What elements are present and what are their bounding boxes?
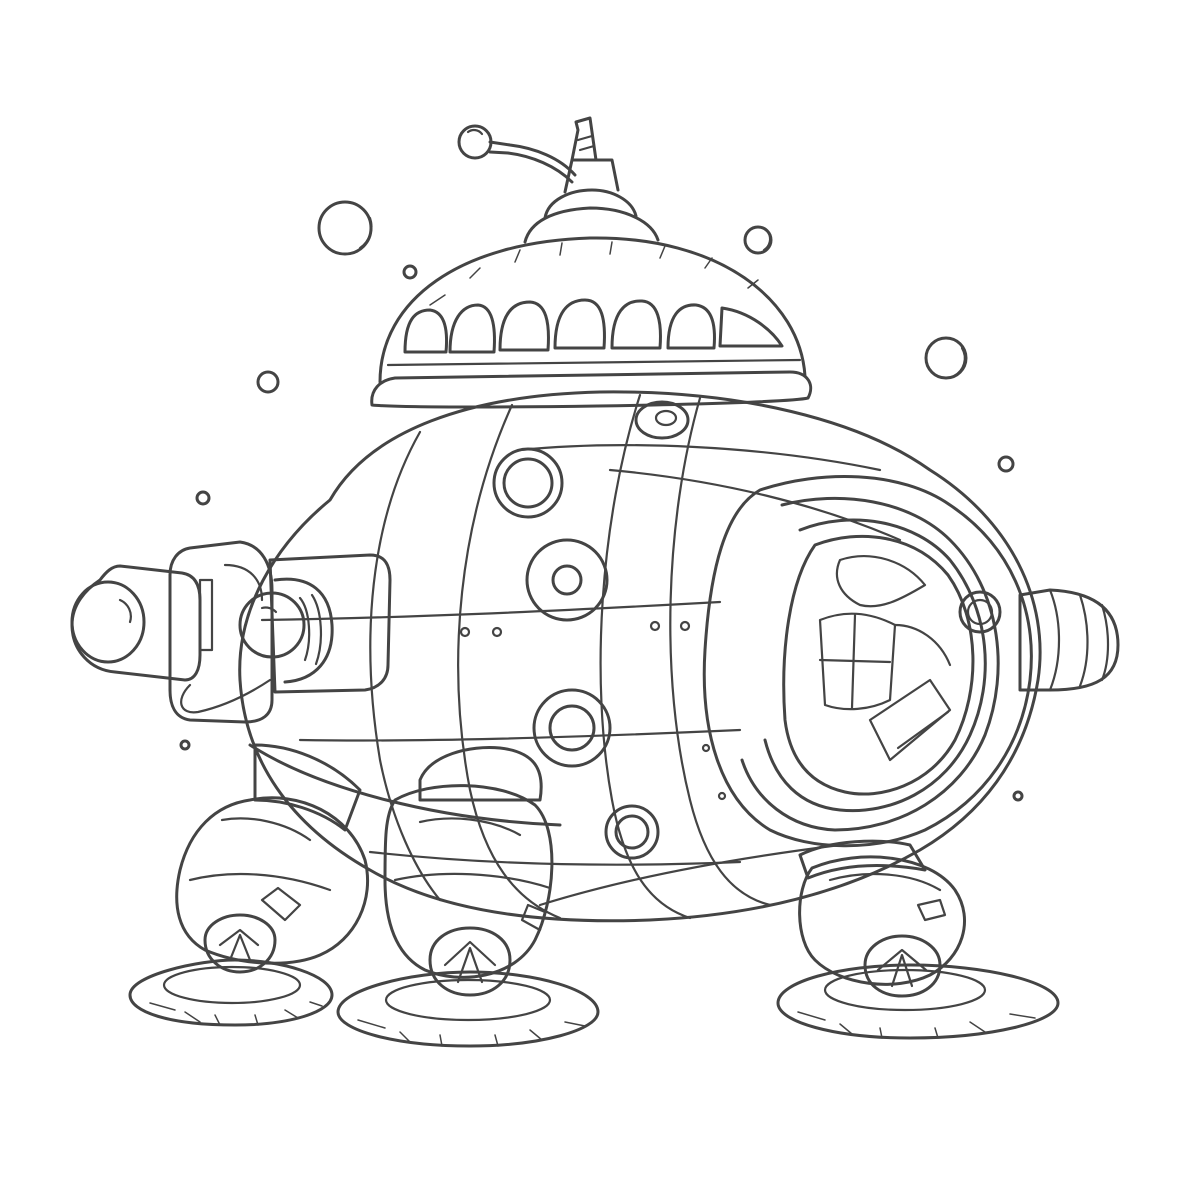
arm-cannon: [70, 540, 392, 724]
cockpit-window: [782, 534, 975, 796]
landing-pad-middle: [336, 970, 600, 1048]
bubble: [997, 455, 1015, 473]
bubble: [1012, 790, 1024, 802]
landing-pads: [128, 958, 1060, 1048]
landing-pad-left: [128, 958, 334, 1027]
cockpit-nose: [702, 475, 1033, 848]
porthole: [614, 814, 650, 850]
bubble-highlight: [762, 230, 772, 252]
cannon-knob: [238, 591, 306, 659]
dome-window: [553, 298, 606, 350]
dome-turret: [370, 116, 813, 409]
porthole: [551, 564, 583, 596]
hull-badge: [634, 400, 690, 440]
dome-window: [498, 300, 550, 352]
landing-pad-right: [776, 963, 1060, 1040]
cannon-muzzle: [70, 580, 146, 664]
porthole: [604, 804, 660, 860]
bubble: [402, 264, 418, 280]
antenna-ball: [457, 124, 493, 160]
bubble-highlight: [358, 216, 373, 250]
bubble: [256, 370, 280, 394]
legs: [175, 743, 966, 998]
porthole: [532, 688, 612, 768]
portholes: [459, 400, 727, 860]
dome-panel: [718, 306, 784, 348]
bubble: [179, 739, 191, 751]
dome-window: [403, 308, 449, 354]
dome-window: [448, 303, 496, 354]
bubbles: [179, 200, 1024, 802]
bubble: [743, 225, 773, 255]
leg-left: [175, 743, 370, 974]
rear-thruster: [1018, 588, 1120, 692]
porthole: [548, 704, 596, 752]
antenna-arm: [488, 140, 577, 177]
antenna-spike: [570, 116, 598, 162]
dome-window: [666, 303, 716, 350]
porthole: [492, 447, 564, 519]
bubble: [195, 490, 211, 506]
bubble: [924, 336, 968, 380]
dome-window: [610, 299, 662, 350]
porthole: [502, 457, 554, 509]
leg-right: [798, 839, 966, 998]
leg-middle: [383, 745, 554, 997]
porthole: [525, 538, 609, 622]
dome-windows: [403, 298, 784, 354]
main-hull: [238, 390, 1042, 923]
bubble-highlight: [952, 346, 966, 378]
nose-sensor: [958, 590, 1002, 634]
